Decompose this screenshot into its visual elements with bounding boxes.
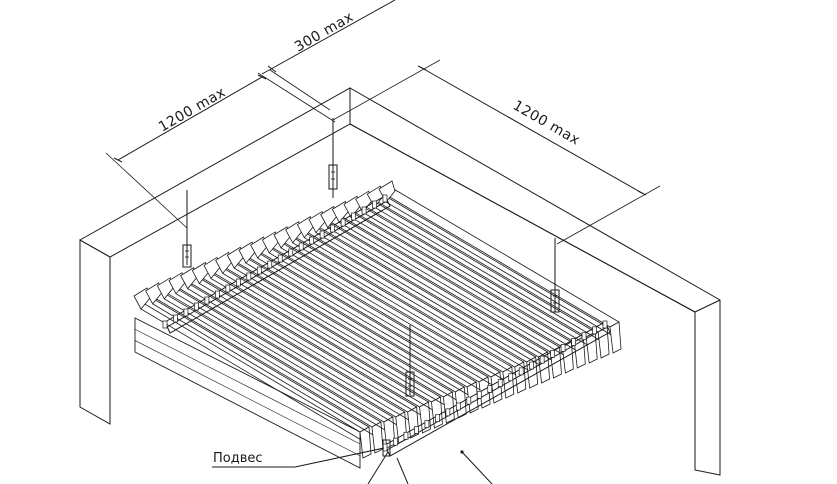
callout-hanger-label: Подвес [213,451,263,466]
fascia-line [134,340,361,457]
fascia-line [134,328,361,445]
profile-tooth [162,320,168,329]
profile-tooth [560,344,566,352]
profile-tooth [487,385,493,393]
dimension-top: 300 max [261,0,396,111]
profile-tooth [246,272,252,281]
hanger-back-mid [328,118,338,198]
profile-tooth [592,326,597,335]
profile-tooth [351,212,356,221]
profile-tooth [539,355,545,364]
profile-tooth [508,373,514,382]
profile-tooth [455,402,461,411]
profile-tooth [194,302,199,311]
profile-tooth [204,296,210,305]
profile-tooth [602,320,608,329]
profile-tooth [435,414,440,423]
profile-tooth [309,236,315,245]
profile-tooth [298,242,304,251]
profile-tooth [382,194,388,203]
profile-tooth [403,431,409,440]
hanger-front [405,325,415,397]
profile-tooth [518,367,524,376]
hanger-right [550,238,560,313]
profile-tooth [414,426,419,434]
profile-tooth [424,420,430,428]
ceiling-slat [378,180,622,354]
carrier-profile-teeth [162,194,608,452]
profile-tooth [340,218,346,227]
profile-tooth [173,314,178,323]
callout-hanger: Подвес [212,447,493,484]
profile-tooth [372,200,377,209]
profile-tooth [330,224,335,233]
dimension-right-label: 1200 max [510,98,583,149]
profile-tooth [529,361,535,370]
profile-tooth [225,284,231,293]
profile-tooth [215,290,220,299]
dimension-top-label: 300 max [292,9,356,55]
profile-tooth [393,437,398,446]
profile-tooth [550,349,555,358]
profile-tooth [581,332,587,341]
right-wall [349,87,721,476]
dimension-left: 1200 max [105,72,336,229]
profile-tooth [277,254,283,263]
profile-tooth [235,278,241,287]
profile-tooth [497,379,503,387]
ceiling-slats [133,180,622,469]
profile-tooth [361,206,367,215]
profile-tooth [267,260,273,269]
profile-tooth [382,443,388,452]
profile-tooth [445,408,451,417]
profile-tooth [571,338,576,346]
profile-tooth [466,396,472,405]
dimension-left-label: 1200 max [156,84,229,135]
profile-tooth [476,390,482,399]
profile-tooth [319,230,325,239]
profile-tooth [288,248,294,257]
profile-tooth [183,308,189,317]
profile-tooth [256,266,262,275]
hanger-back-left [182,190,192,268]
